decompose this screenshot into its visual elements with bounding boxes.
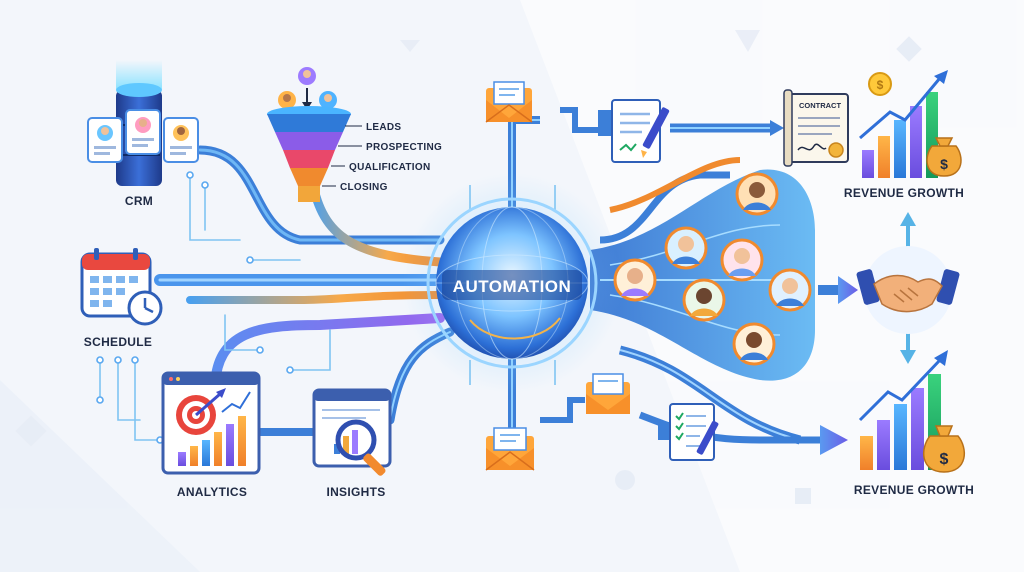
funnel-stage-leads: LEADS (366, 122, 401, 133)
crm-database: CRM (87, 60, 199, 208)
svg-text:$: $ (940, 451, 949, 468)
magnifier-icon (335, 419, 386, 476)
envelope-icon (586, 373, 630, 414)
person-avatar-icon (768, 268, 812, 312)
contract-document: CONTRACT (783, 89, 849, 167)
calendar-icon (80, 248, 152, 318)
schedule-node: SCHEDULE (80, 248, 163, 349)
hub-label: AUTOMATION (453, 277, 572, 296)
target-icon (176, 388, 226, 435)
schedule-label: SCHEDULE (84, 335, 152, 349)
output-flow-lines (599, 120, 820, 445)
envelope-icon (485, 427, 535, 471)
person-avatar-icon (732, 322, 776, 366)
funnel-stage-qualification: QUALIFICATION (349, 162, 430, 173)
insights-window: INSIGHTS (312, 388, 392, 499)
circuit-nodes (96, 171, 294, 444)
svg-text:$: $ (877, 78, 884, 92)
person-avatar-icon (720, 238, 764, 282)
document-icon (598, 99, 670, 163)
analytics-label: ANALYTICS (177, 485, 247, 499)
crm-contact-card (125, 109, 161, 155)
insights-label: INSIGHTS (326, 485, 385, 499)
revenue-growth-label-top: REVENUE GROWTH (844, 186, 964, 200)
money-bag-icon: $ (922, 425, 966, 473)
person-avatar-icon (664, 226, 708, 270)
money-bag-icon: $ (926, 137, 962, 177)
crm-contact-card (163, 117, 199, 163)
analytics-window: ANALYTICS (161, 371, 261, 499)
funnel-icon (267, 106, 351, 202)
handshake-arrows (818, 212, 916, 455)
envelope-icon (485, 81, 533, 123)
revenue-growth-label-bottom: REVENUE GROWTH (854, 483, 974, 497)
contract-title: CONTRACT (799, 101, 841, 110)
automation-hub: AUTOMATION (402, 173, 622, 393)
funnel-stage-prospecting: PROSPECTING (366, 142, 442, 153)
document-icon (658, 403, 719, 461)
revenue-chart-bottom: $ REVENUE GROWTH (854, 350, 974, 497)
person-avatar-icon (613, 258, 657, 302)
clock-icon (127, 290, 163, 326)
svg-text:$: $ (940, 156, 948, 172)
team-avatars (613, 172, 812, 366)
coin-icon: $ (868, 72, 892, 96)
person-avatar-icon (735, 172, 779, 216)
crm-label: CRM (125, 194, 153, 208)
funnel-stage-closing: CLOSING (340, 182, 388, 193)
person-avatar-icon (682, 278, 726, 322)
crm-contact-card (87, 117, 123, 163)
funnel-stage-connectors (322, 125, 362, 187)
revenue-chart-top: $ $ REVENUE GROWTH (844, 70, 964, 200)
funnel-avatars (278, 67, 337, 110)
sales-funnel: LEADS PROSPECTING QUALIFICATION CLOSING (267, 67, 442, 202)
handshake-icon (856, 246, 960, 334)
pen-icon (641, 107, 670, 158)
